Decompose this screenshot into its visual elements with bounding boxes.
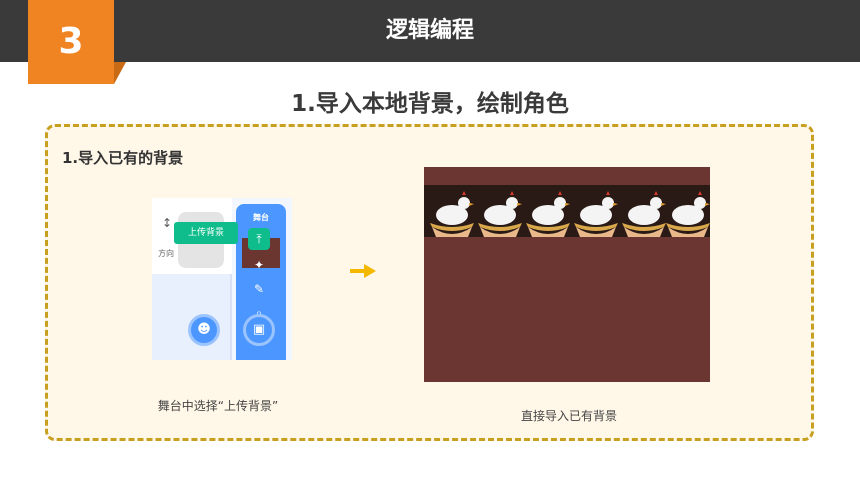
choose-sprite-button[interactable]: ☻ [188,314,220,346]
section-number-badge: 3 [28,0,126,84]
hen-image [526,191,570,237]
left-caption: 舞台中选择“上传背景” [157,399,279,413]
right-caption: 直接导入已有背景 [520,409,617,423]
cat-icon: ☻ [197,322,211,337]
search-icon[interactable]: ⌕ [255,306,263,320]
section-number: 3 [58,21,84,62]
header-title: 逻辑编程 [385,18,474,43]
stage-label: 舞台 [253,213,269,222]
header-bar [0,0,860,62]
upload-icon[interactable]: ⤒ [248,228,270,250]
upload-backdrop-tooltip[interactable]: 上传背景 [174,222,238,244]
right-arrow-icon [350,264,376,278]
image-icon: ▣ [252,322,266,337]
direction-label: 方向 [158,249,174,258]
content-panel: 1.导入已有的背景 ↕ 方向 舞台 ⤒ ✦ ✎ ⌕ 上传背景 ☻ ▣ 舞台中选择… [45,124,814,441]
surprise-icon[interactable]: ✦ [253,258,265,272]
hen-image [478,191,522,237]
hen-image [430,191,474,237]
panel-label: 1.导入已有的背景 [62,149,184,167]
backdrop-preview [424,167,710,382]
slide-heading: 1.导入本地背景，绘制角色 [291,91,569,117]
updown-arrow-icon: ↕ [162,216,173,230]
hen-image [666,191,710,237]
paint-icon[interactable]: ✎ [253,282,265,296]
badge-shape [28,0,126,84]
scratch-stage-screenshot: ↕ 方向 舞台 ⤒ ✦ ✎ ⌕ 上传背景 ☻ ▣ [152,198,292,360]
choose-backdrop-button[interactable]: ▣ [243,314,275,346]
hen-image [622,191,666,237]
hen-image [574,191,618,237]
